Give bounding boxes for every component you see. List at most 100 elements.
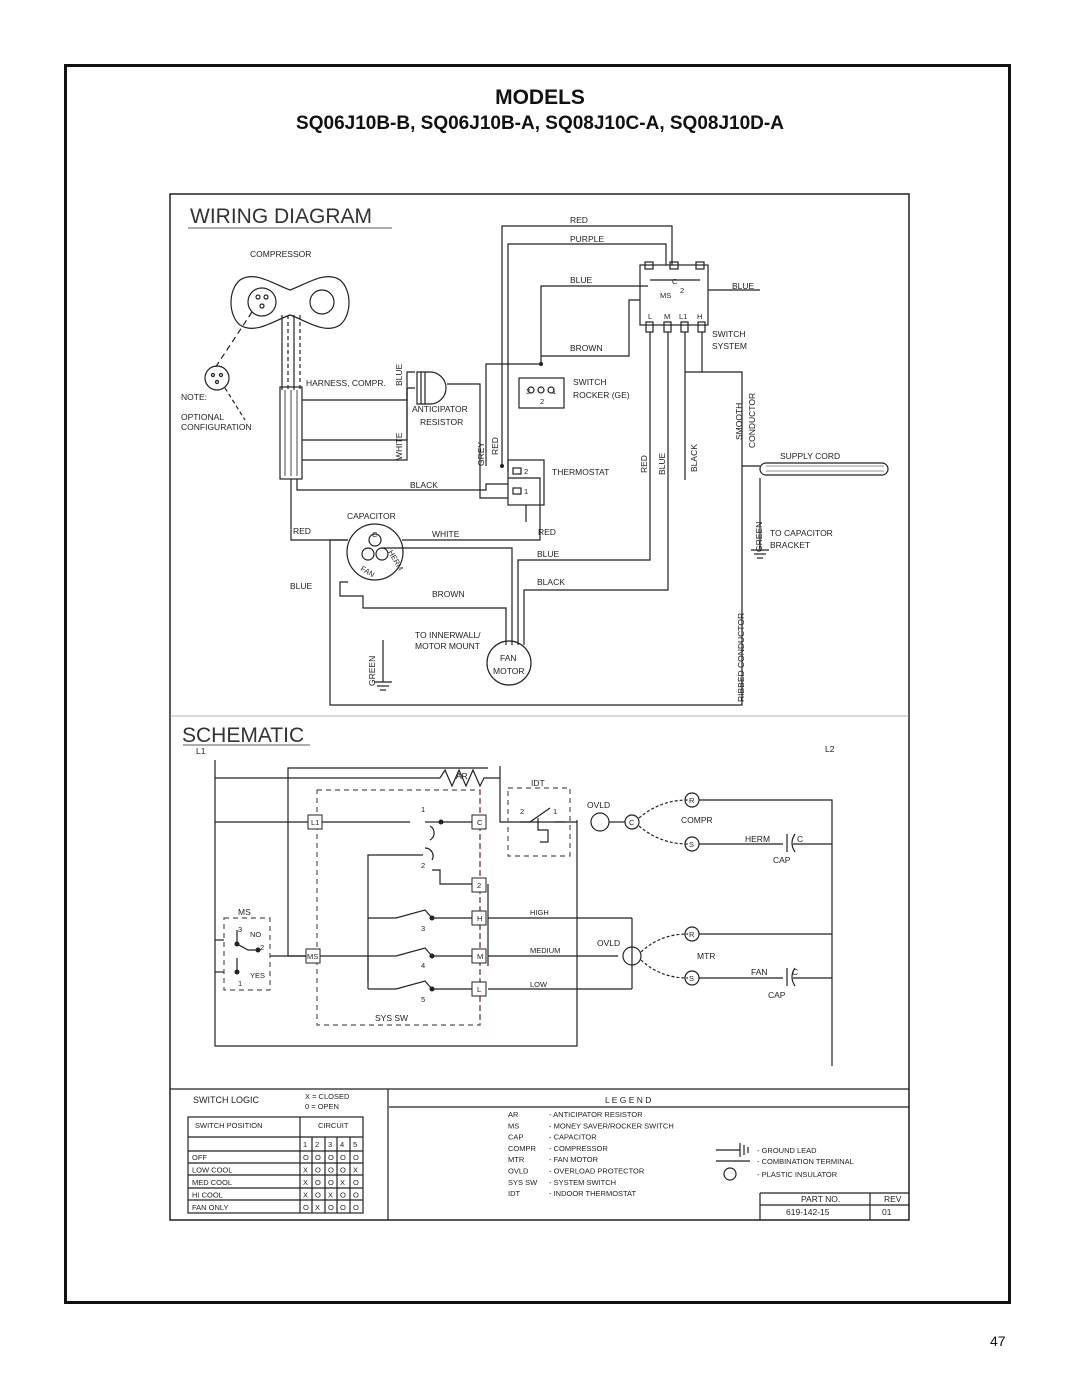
- sys-term-m: M: [664, 312, 670, 321]
- circuit-number: 2: [315, 1140, 319, 1149]
- legend-title: L E G E N D: [605, 1095, 651, 1105]
- rev-label: REV: [884, 1194, 902, 1204]
- logic-cell: O: [328, 1153, 334, 1162]
- herm-label: HERM: [745, 834, 770, 844]
- ms-3: 3: [238, 925, 242, 934]
- rocker-switch-label: SWITCH: [573, 377, 607, 387]
- cap-label-1: CAP: [773, 855, 791, 865]
- switch-position-header: SWITCH POSITION: [195, 1121, 263, 1130]
- thermo-term-2: 2: [524, 467, 528, 476]
- system-switch-label: SWITCH: [712, 329, 746, 339]
- circuit-number: 4: [340, 1140, 344, 1149]
- page-number: 47: [990, 1333, 1006, 1349]
- high-label: HIGH: [530, 908, 549, 917]
- idt-2: 2: [520, 807, 524, 816]
- legend-abbr: SYS SW: [508, 1178, 538, 1187]
- anticipator-label: ANTICIPATOR: [412, 404, 468, 414]
- box-c: C: [477, 818, 483, 827]
- sys-term-l: L: [648, 312, 652, 321]
- thermostat-label: THERMOSTAT: [552, 467, 609, 477]
- logic-cell: X: [315, 1203, 320, 1212]
- wire-purple: PURPLE: [570, 234, 604, 244]
- fan-cap-label: FAN: [751, 967, 768, 977]
- innerwall-label: TO INNERWALL/: [415, 630, 481, 640]
- wire-black-left: BLACK: [410, 480, 438, 490]
- thermostat: [507, 459, 545, 522]
- harness-label: HARNESS, COMPR.: [306, 378, 386, 388]
- mtr-label: MTR: [697, 951, 715, 961]
- supply-cord: [759, 462, 889, 476]
- compr-c: C: [629, 818, 635, 827]
- legend-abbr: IDT: [508, 1189, 521, 1198]
- compressor-icon: [230, 276, 350, 329]
- wire-green-bottom: GREEN: [367, 656, 377, 686]
- wire-blue-right: BLUE: [732, 281, 755, 291]
- logic-cell: O: [315, 1191, 321, 1200]
- mtr-s: S: [689, 974, 694, 983]
- sys-sw-label: SYS SW: [375, 1013, 408, 1023]
- sys-term-2: 2: [680, 286, 684, 295]
- wire-blue-vert2: BLUE: [657, 452, 667, 475]
- cap-term-c: C: [372, 530, 378, 539]
- logic-row-position: LOW COOL: [192, 1166, 232, 1175]
- logic-cell: X: [340, 1178, 345, 1187]
- optional-label: OPTIONAL: [181, 412, 224, 422]
- legend-desc: - FAN MOTOR: [549, 1155, 599, 1164]
- wire-brown-top: BROWN: [570, 343, 603, 353]
- mtr-r: R: [689, 930, 695, 939]
- logic-cell: O: [340, 1203, 346, 1212]
- wire-black-vert: BLACK: [689, 444, 699, 472]
- wire-blue-top: BLUE: [570, 275, 593, 285]
- circuit-number: 5: [353, 1140, 357, 1149]
- legend-plastic-insulator: - PLASTIC INSULATOR: [757, 1170, 838, 1179]
- l2-label: L2: [825, 744, 835, 754]
- wire-blue-cap: BLUE: [290, 581, 313, 591]
- logic-cell: O: [353, 1178, 359, 1187]
- ms-label: MS: [238, 907, 251, 917]
- ribbed-conductor-label: RIBBED CONDUCTOR: [736, 613, 746, 702]
- legend-desc: - CAPACITOR: [549, 1133, 597, 1142]
- motor-label: MOTOR: [493, 666, 524, 676]
- models-title: MODELS: [495, 86, 585, 109]
- supply-cord-label: SUPPLY CORD: [780, 451, 840, 461]
- optional-plug-icon: [204, 365, 230, 391]
- box-ms: MS: [307, 952, 318, 961]
- ar-resistor: [439, 768, 500, 788]
- legend-abbr: MS: [508, 1121, 519, 1130]
- legend-abbr: CAP: [508, 1133, 523, 1142]
- logic-row-position: FAN ONLY: [192, 1203, 229, 1212]
- closed-legend: X = CLOSED: [305, 1092, 350, 1101]
- legend-combination-terminal: - COMBINATION TERMINAL: [757, 1157, 854, 1166]
- idt-label: IDT: [531, 778, 545, 788]
- logic-cell: O: [340, 1153, 346, 1162]
- compr-r: R: [689, 796, 695, 805]
- system-label: SYSTEM: [712, 341, 747, 351]
- bracket-label: BRACKET: [770, 540, 810, 550]
- sys-term-l1: L1: [679, 312, 687, 321]
- wire-black-mid: BLACK: [537, 577, 565, 587]
- legend-desc: - INDOOR THERMOSTAT: [549, 1189, 637, 1198]
- page-border: [64, 64, 1011, 1304]
- wire-white: WHITE: [432, 529, 460, 539]
- legend-desc: - MONEY SAVER/ROCKER SWITCH: [549, 1121, 674, 1130]
- smooth-label: SMOOTH: [734, 403, 744, 440]
- configuration-label: CONFIGURATION: [181, 422, 252, 432]
- sys-term-ms: MS: [660, 291, 671, 300]
- legend-desc: - COMPRESSOR: [549, 1144, 608, 1153]
- logic-cell: X: [303, 1178, 308, 1187]
- rocker-switch: [518, 377, 565, 409]
- logic-cell: X: [303, 1166, 308, 1175]
- circuit-number: 3: [328, 1140, 332, 1149]
- wire-red-top: RED: [570, 215, 588, 225]
- logic-cell: O: [315, 1178, 321, 1187]
- logic-cell: O: [353, 1203, 359, 1212]
- ms-yes-label: YES: [250, 971, 265, 980]
- logic-cell: O: [315, 1153, 321, 1162]
- resistor-label: RESISTOR: [420, 417, 463, 427]
- sw-3: 3: [421, 924, 425, 933]
- switch-logic-title: SWITCH LOGIC: [193, 1095, 260, 1105]
- legend-desc: - SYSTEM SWITCH: [549, 1178, 616, 1187]
- wire-brown-bottom: BROWN: [432, 589, 465, 599]
- compressor-label: COMPRESSOR: [250, 249, 311, 259]
